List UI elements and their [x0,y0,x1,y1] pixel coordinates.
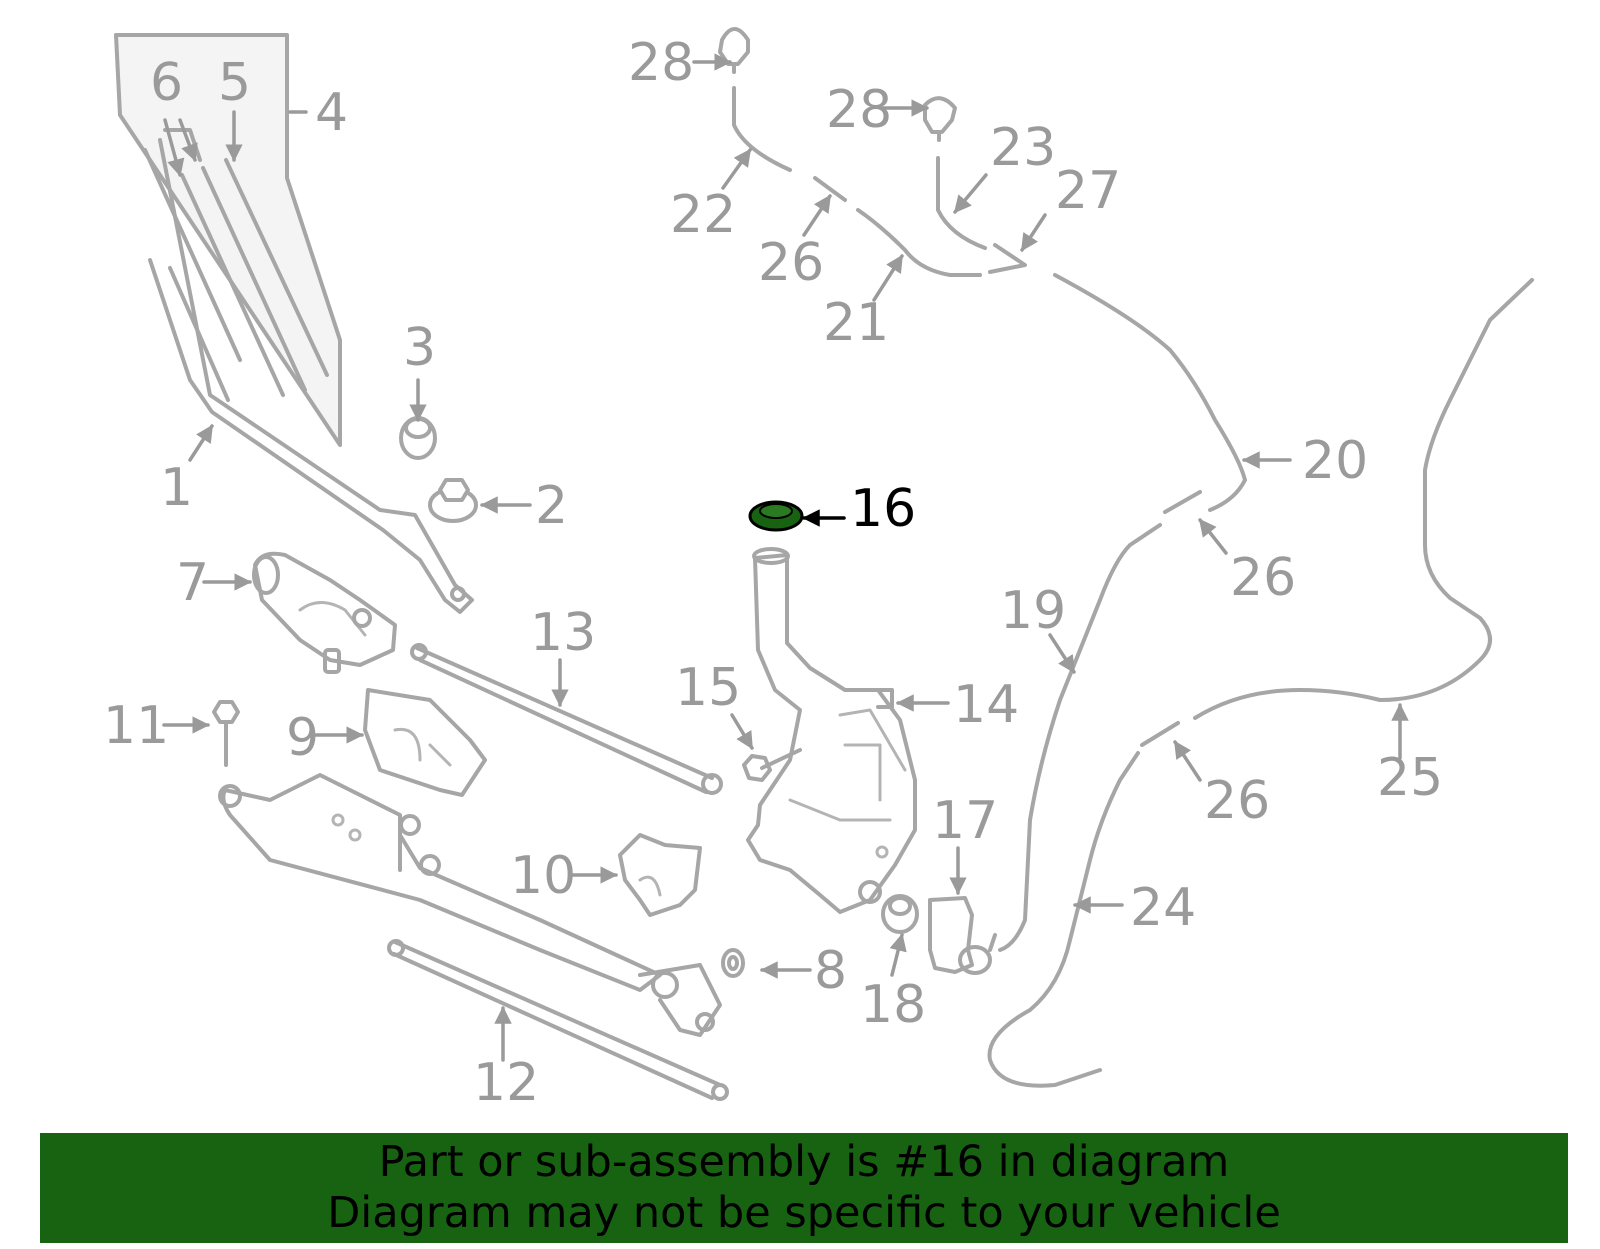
callout-25: 25 [1377,748,1443,808]
callout-19: 19 [1000,581,1066,641]
hose-25 [1193,278,1534,720]
callout-28a: 28 [628,33,694,93]
grommet-18 [881,894,919,934]
callout-numbers: 1 2 3 4 5 6 7 8 9 10 11 12 13 14 15 16 1… [103,33,1443,1113]
bracket-10 [618,833,702,917]
callout-10: 10 [510,846,576,906]
callout-26b: 26 [1230,548,1296,608]
callout-17: 17 [932,791,998,851]
hose-21 [856,208,982,277]
callout-14: 14 [953,675,1019,735]
washer-nozzles [718,27,957,142]
arm-nut [428,478,478,523]
callout-13: 13 [530,603,596,663]
hose-22 [732,86,792,172]
bolt-15 [742,748,802,782]
hose-lines [732,86,1534,1088]
hose-24 [987,751,1140,1088]
info-banner: Part or sub-assembly is #16 in diagram D… [40,1133,1568,1243]
wiper-blade-assembly [114,33,342,447]
callout-leaders [162,53,1409,1062]
callout-8: 8 [814,941,847,1001]
callout-22: 22 [670,185,736,245]
callout-27: 27 [1055,161,1121,221]
callout-1: 1 [160,458,193,518]
link-rod-13 [410,643,723,795]
washer-reservoir [746,547,917,914]
callout-6: 6 [150,53,183,113]
callout-23: 23 [990,118,1056,178]
hose-23 [936,156,987,250]
hose-19 [998,523,1162,952]
callout-2: 2 [535,476,568,536]
hose-20 [1053,273,1247,512]
callout-11: 11 [103,696,169,756]
bushing-8 [721,948,745,978]
callout-4: 4 [315,83,348,143]
callout-3: 3 [403,318,436,378]
callout-5: 5 [218,53,251,113]
link-rod-12 [387,939,729,1101]
wiper-motor [252,551,397,674]
hose-connectors [813,176,1202,747]
callout-26c: 26 [1204,771,1270,831]
callout-28b: 28 [826,80,892,140]
callout-16: 16 [850,479,916,539]
linkage-frame [218,773,722,1037]
banner-line-disclaimer: Diagram may not be specific to your vehi… [327,1188,1281,1238]
arm-cap [399,416,437,460]
callout-20: 20 [1302,431,1368,491]
callout-15: 15 [675,658,741,718]
callout-12: 12 [473,1053,539,1113]
wiper-arm [148,138,474,614]
callout-24: 24 [1130,878,1196,938]
banner-line-part: Part or sub-assembly is #16 in diagram [378,1137,1230,1187]
bolt-11 [212,700,240,767]
callout-9: 9 [286,708,319,768]
seal-16-highlighted [748,500,804,532]
callout-18: 18 [860,975,926,1035]
washer-pump [928,896,997,975]
callout-21: 21 [823,293,889,353]
callout-7: 7 [176,553,209,613]
callout-26a: 26 [758,233,824,293]
motor-bracket [363,688,487,797]
